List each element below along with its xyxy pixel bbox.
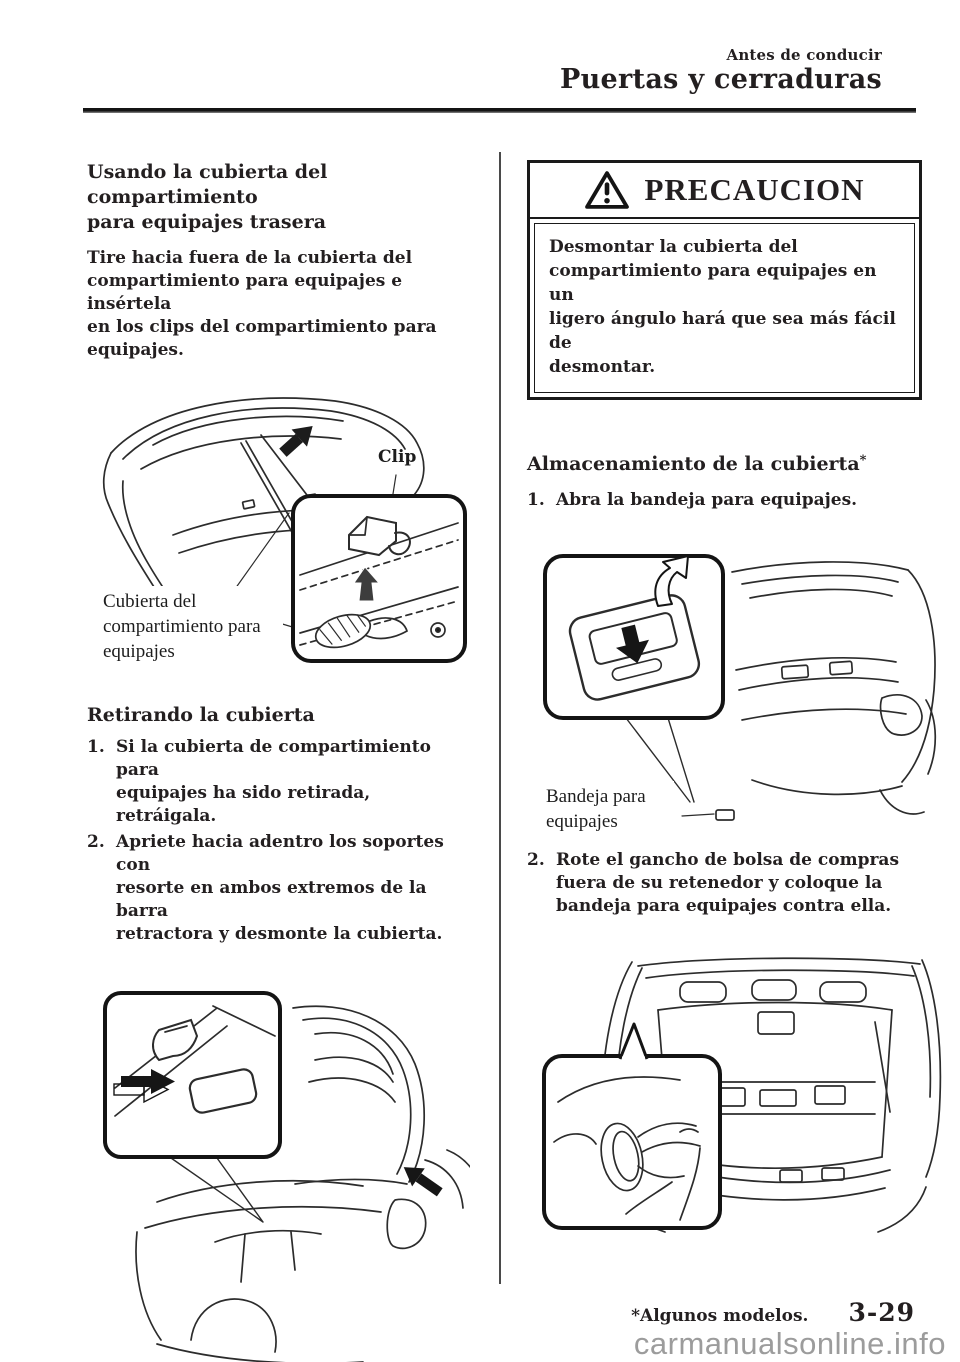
section-body-using-cover: Tire hacia fuera de la cubierta del comp… [87,248,437,360]
watermark: carmanualsonline.info [633,1326,946,1361]
list-item: 1. Si la cubierta de compartimiento para… [87,736,465,828]
header-rule [83,108,916,113]
caution-body: Desmontar la cubierta del compartimiento… [534,223,915,393]
storing-cover-steps-2: 2. Rote el gancho de bolsa de compras fu… [527,849,923,918]
figure-tailgate-clip: Clip Cubierta del compartimiento para eq… [95,383,470,691]
press-down-arrow-icon [615,624,649,664]
section-heading-using-cover: Usando la cubierta del compartimiento pa… [87,161,328,233]
caution-header: PRECAUCION [530,163,919,219]
caution-title: PRECAUCION [644,172,865,207]
tailgate-clip-illustration [102,397,467,663]
page-number: 3-29 [848,1298,915,1327]
chapter-eyebrow: Antes de conducir [726,46,882,64]
figure-luggage-tray: Bandeja para equipajes [530,548,940,843]
caution-box: PRECAUCION Desmontar la cubierta del com… [527,160,922,400]
figure-bag-hook [530,952,945,1257]
list-item: 2. Apriete hacia adentro los soportes co… [87,831,465,946]
footer: *Algunos modelos. 3-29 [631,1298,915,1327]
figure-remove-bar [95,970,470,1362]
up-arrow-icon [279,425,313,457]
list-item: 2. Rote el gancho de bolsa de compras fu… [527,849,923,918]
step-number: 1. [527,490,545,510]
left-column: Usando la cubierta del compartimiento pa… [87,160,470,1362]
storing-cover-steps: 1. Abra la bandeja para equipajes. [527,489,923,512]
step-text: Rote el gancho de bolsa de compras fuera… [556,850,900,916]
step-number: 1. [87,737,105,757]
step-text: Abra la bandeja para equipajes. [556,490,858,510]
step-text: Si la cubierta de compartimiento para eq… [116,737,431,826]
removing-cover-steps: 1. Si la cubierta de compartimiento para… [87,736,465,946]
section-heading-removing-cover: Retirando la cubierta [87,704,315,726]
cover-callout-label: Cubierta del compartimiento para equipaj… [95,586,283,670]
clip-callout-label: Clip [378,447,417,467]
warning-triangle-icon [585,171,630,209]
right-column: PRECAUCION Desmontar la cubierta del com… [527,160,942,1257]
luggage-tray-illustration [543,554,937,821]
bag-hook-illustration [542,957,942,1233]
list-item: 1. Abra la bandeja para equipajes. [527,489,923,512]
tray-callout-label: Bandeja para equipajes [538,781,674,840]
caution-text: Desmontar la cubierta del compartimiento… [549,237,896,377]
insert-arrow-icon [353,566,381,602]
section-heading-storing-cover: Almacenamiento de la cubierta* [527,448,923,477]
lift-up-arrow-icon [654,555,689,607]
step-number: 2. [527,850,545,870]
column-divider [499,152,501,1284]
step-number: 2. [87,832,105,852]
down-left-arrow-icon [403,1167,443,1197]
heading-asterisk: * [859,453,867,468]
page-title: Puertas y cerraduras [560,64,882,95]
remove-bar-illustration [103,991,470,1362]
footnote: *Algunos modelos. [631,1306,809,1326]
push-arrow-icon [113,1069,175,1104]
heading-text: Almacenamiento de la cubierta [527,453,860,475]
step-text: Apriete hacia adentro los soportes con r… [116,832,444,944]
